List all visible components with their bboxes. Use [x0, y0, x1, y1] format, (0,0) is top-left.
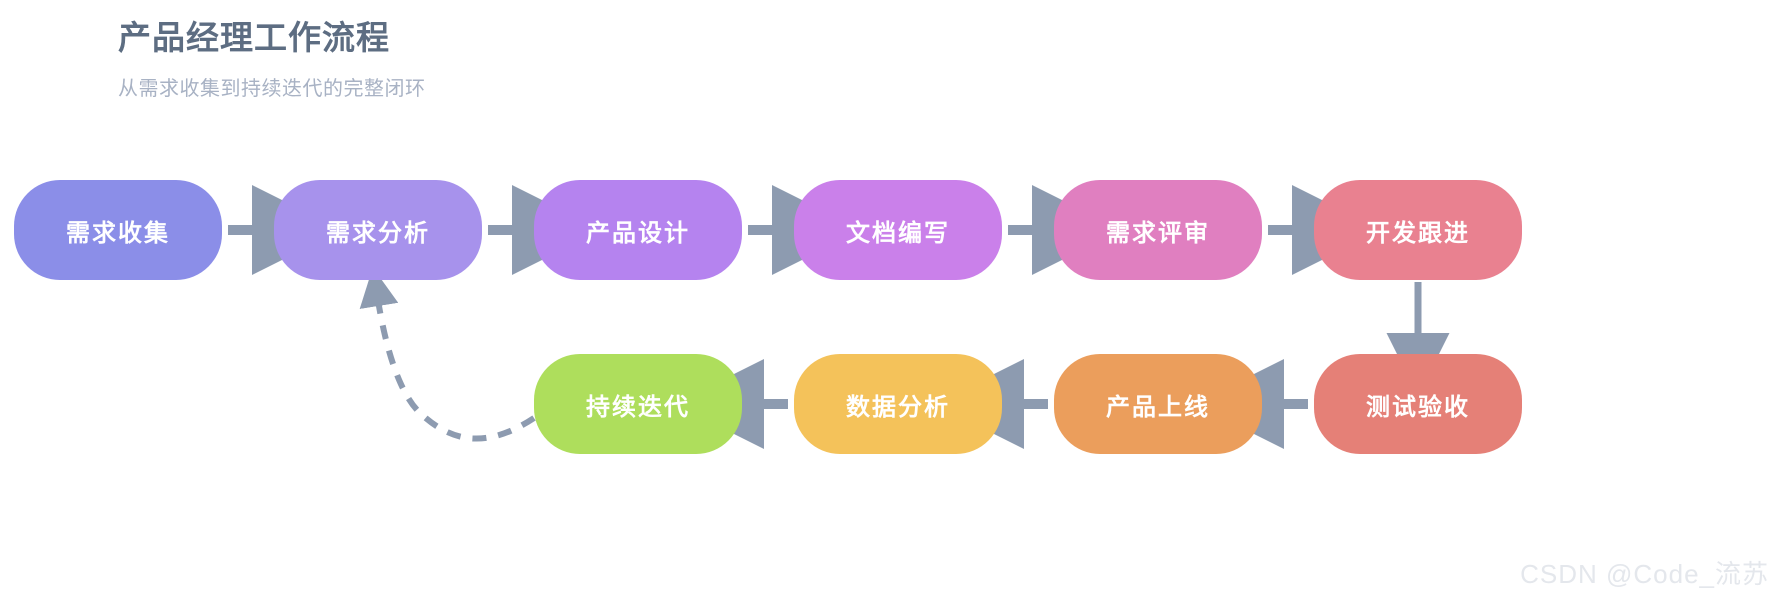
flow-node-label: 需求分析 — [326, 219, 430, 247]
edge-n10-n2-feedback — [359, 267, 536, 442]
flow-node-label: 持续迭代 — [586, 393, 690, 421]
flow-node-label: 数据分析 — [846, 393, 950, 421]
flow-node-product-launch[interactable]: 产品上线 — [1054, 354, 1262, 454]
flow-node-label: 文档编写 — [846, 219, 950, 247]
flow-node-data-analysis[interactable]: 数据分析 — [794, 354, 1002, 454]
flow-node-requirement-review[interactable]: 需求评审 — [1054, 180, 1262, 280]
flow-node-label: 产品设计 — [586, 219, 690, 247]
watermark: CSDN @Code_流苏 — [1520, 559, 1769, 589]
flow-node-product-design[interactable]: 产品设计 — [534, 180, 742, 280]
page-subtitle: 从需求收集到持续迭代的完整闭环 — [118, 77, 426, 100]
flow-node-testing-acceptance[interactable]: 测试验收 — [1314, 354, 1522, 454]
flow-node-label: 测试验收 — [1366, 393, 1470, 421]
flow-node-requirement-analysis[interactable]: 需求分析 — [274, 180, 482, 280]
page-title: 产品经理工作流程 — [118, 19, 390, 56]
header: 产品经理工作流程 从需求收集到持续迭代的完整闭环 — [118, 16, 1018, 103]
flow-node-development-tracking[interactable]: 开发跟进 — [1314, 180, 1522, 280]
flow-node-document-writing[interactable]: 文档编写 — [794, 180, 1002, 280]
flow-node-label: 需求收集 — [66, 219, 170, 247]
flow-node-label: 需求评审 — [1106, 219, 1210, 247]
flow-node-continuous-iteration[interactable]: 持续迭代 — [534, 354, 742, 454]
flow-node-label: 产品上线 — [1106, 393, 1210, 421]
flow-node-requirement-collection[interactable]: 需求收集 — [14, 180, 222, 280]
flow-node-label: 开发跟进 — [1366, 219, 1470, 247]
